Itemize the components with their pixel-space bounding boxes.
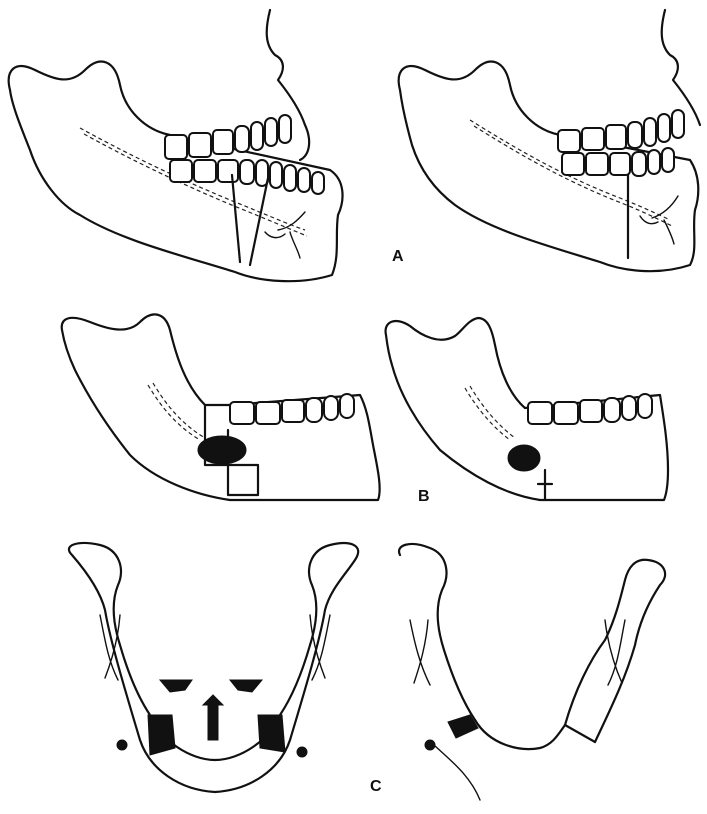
panel-label-b: B bbox=[418, 488, 430, 506]
mandible-c-left bbox=[69, 543, 358, 792]
panel-c bbox=[69, 543, 665, 800]
mandible-b-left bbox=[62, 314, 380, 500]
panel-b bbox=[62, 314, 668, 500]
panel-label-c: C bbox=[370, 778, 382, 796]
panel-a bbox=[9, 10, 700, 281]
mandible-a-right bbox=[399, 10, 700, 271]
panel-label-a: A bbox=[392, 248, 404, 266]
mandible-a-left bbox=[9, 10, 343, 281]
mandible-c-right bbox=[399, 544, 665, 800]
mandible-b-right bbox=[386, 318, 668, 500]
